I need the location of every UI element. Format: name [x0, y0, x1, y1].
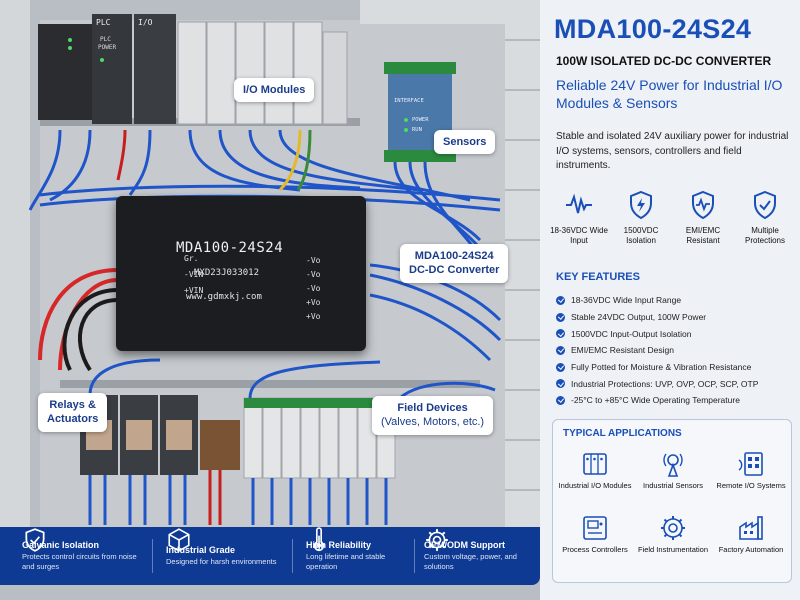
plc-label: PLC: [96, 18, 111, 27]
feature-item: Fully Potted for Moisture & Vibration Re…: [556, 359, 796, 376]
feature-item: -25°C to +85°C Wide Operating Temperatur…: [556, 392, 796, 409]
applications-title: TYPICAL APPLICATIONS: [563, 428, 682, 439]
plc-sub-label: PLC: [100, 36, 111, 43]
pin-neg-vo-2: -Vo: [306, 270, 321, 279]
io-base-label: I/O: [138, 18, 153, 27]
pulse-shield-icon: [692, 190, 714, 220]
interface-power-label: POWER: [412, 117, 429, 123]
product-subtitle: 100W ISOLATED DC-DC CONVERTER: [556, 54, 772, 68]
check-icon: [556, 329, 565, 339]
feature-item: 18-36VDC Wide Input Range: [556, 292, 796, 309]
highlight-label: 18-36VDC Wide Input: [550, 226, 608, 245]
callout-converter: MDA100-24S24 DC-DC Converter: [400, 244, 509, 283]
key-features-list: 18-36VDC Wide Input Range Stable 24VDC O…: [556, 292, 796, 409]
io-module-icon: [583, 453, 607, 475]
benefit-industrial-grade: Industrial Grade Designed for harsh envi…: [166, 527, 284, 585]
bolt-shield-icon: [630, 190, 652, 220]
app-process-controllers: Process Controllers: [557, 514, 633, 554]
app-label: Industrial I/O Modules: [558, 481, 632, 490]
app-factory-automation: Factory Automation: [713, 514, 789, 554]
band-divider: [152, 539, 153, 573]
benefit-oem-odm: OEM/ODM Support Custom voltage, power, a…: [424, 527, 538, 585]
module-serial: MXD23J033012: [194, 268, 260, 278]
typical-applications: TYPICAL APPLICATIONS Industrial I/O Modu…: [552, 419, 792, 583]
converter-module: MDA100-24S24 MXD23J033012 www.gdmxkj.com…: [116, 196, 366, 351]
cabinet-photo: PLC PLC POWER I/O INTERFACE POWER RUN MD…: [0, 0, 540, 600]
check-icon: [556, 379, 565, 389]
factory-icon: [739, 516, 763, 540]
benefit-title: Industrial Grade: [166, 545, 236, 556]
band-divider: [292, 539, 293, 573]
app-label: Industrial Sensors: [642, 481, 704, 490]
cube-icon: [168, 528, 190, 552]
highlight-label: EMI/EMC Resistant: [685, 226, 721, 245]
highlight-wide-input: 18-36VDC Wide Input: [550, 190, 608, 246]
benefit-high-reliability: High Reliability Long lifetime and stabl…: [306, 527, 410, 585]
pin-neg-vo-1: -Vo: [306, 256, 321, 265]
app-industrial-sensors: Industrial Sensors: [635, 450, 711, 490]
pin-pos-vin: +VIN: [184, 286, 204, 295]
check-icon: [556, 312, 565, 322]
benefit-desc: Custom voltage, power, and solutions: [424, 552, 517, 571]
highlight-icons: 18-36VDC Wide Input 1500VDC Isolation EM…: [550, 190, 794, 246]
callout-io-modules: I/O Modules: [234, 78, 315, 103]
highlight-label: 1500VDC Isolation: [623, 226, 659, 245]
callout-sensors: Sensors: [434, 130, 496, 155]
thermometer-icon: [313, 527, 325, 552]
benefit-desc: Protects control circuits from noise and…: [22, 552, 137, 571]
pin-neg-vo-3: -Vo: [306, 284, 321, 293]
app-label: Remote I/O Systems: [716, 481, 786, 490]
plc-power-label: POWER: [98, 44, 117, 51]
app-label: Field Instrumentation: [637, 545, 709, 554]
benefit-title: Galvanic Isolation: [22, 540, 100, 551]
product-description: Stable and isolated 24V auxiliary power …: [556, 131, 789, 171]
interface-label: INTERFACE: [394, 98, 424, 104]
app-remote-io: Remote I/O Systems: [713, 450, 789, 490]
benefit-galvanic-isolation: Galvanic Isolation Protects control circ…: [22, 527, 144, 585]
shield-check-icon: [25, 528, 45, 552]
product-info-panel: MDA100-24S24 100W ISOLATED DC-DC CONVERT…: [540, 0, 800, 600]
benefit-title: OEM/ODM Support: [424, 540, 505, 551]
gear-icon: [426, 529, 448, 551]
highlight-protections: Multiple Protections: [736, 190, 794, 246]
highlight-emi: EMI/EMC Resistant: [674, 190, 732, 246]
waveform-icon: [566, 193, 592, 214]
feature-item: EMI/EMC Resistant Design: [556, 342, 796, 359]
feature-item: Industrial Protections: UVP, OVP, OCP, S…: [556, 375, 796, 392]
sensor-icon: [663, 453, 683, 477]
check-shield-icon: [754, 190, 776, 220]
benefit-title: High Reliability: [306, 540, 372, 551]
benefit-desc: Designed for harsh environments: [166, 557, 277, 567]
pin-pos-vo-2: +Vo: [306, 312, 321, 321]
app-io-modules: Industrial I/O Modules: [557, 450, 633, 490]
module-website: www.gdmxkj.com: [186, 292, 262, 302]
check-icon: [556, 295, 565, 305]
callout-relays: Relays & Actuators: [38, 393, 108, 432]
product-tagline: Reliable 24V Power for Industrial I/O Mo…: [556, 77, 783, 112]
feature-item: 1500VDC Input-Output Isolation: [556, 325, 796, 342]
feature-item: Stable 24VDC Output, 100W Power: [556, 309, 796, 326]
controller-icon: [583, 516, 607, 540]
app-label: Factory Automation: [718, 545, 784, 554]
benefit-desc: Long lifetime and stable operation: [306, 552, 386, 571]
pin-pos-vo-1: +Vo: [306, 298, 321, 307]
app-label: Process Controllers: [562, 545, 628, 554]
highlight-isolation: 1500VDC Isolation: [612, 190, 670, 246]
app-field-instrumentation: Field Instrumentation: [635, 514, 711, 554]
pin-gr: Gr.: [184, 254, 199, 263]
benefits-band: Galvanic Isolation Protects control circ…: [0, 527, 540, 585]
check-icon: [556, 362, 565, 372]
check-icon: [556, 345, 565, 355]
pin-neg-vin: -VIN: [184, 270, 204, 279]
band-divider: [414, 539, 415, 573]
gear-icon: [661, 516, 685, 540]
check-icon: [556, 395, 565, 405]
interface-run-label: RUN: [412, 127, 422, 133]
key-features-title: KEY FEATURES: [556, 271, 640, 283]
remote-io-icon: [738, 452, 763, 476]
callout-field-devices: Field Devices (Valves, Motors, etc.): [372, 396, 494, 435]
product-model: MDA100-24S24: [554, 14, 752, 44]
module-label: MDA100-24S24: [176, 240, 284, 256]
highlight-label: Multiple Protections: [744, 226, 786, 245]
